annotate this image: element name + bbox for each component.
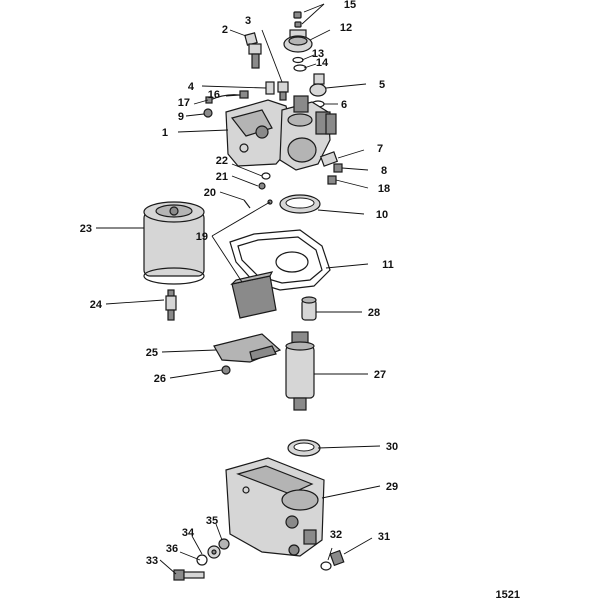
callout-9: 9 [178, 111, 184, 123]
part-base-housing-29 [225, 457, 325, 557]
callout-17: 17 [178, 97, 190, 109]
callout-25: 25 [146, 347, 158, 359]
part-fitting-2 [244, 32, 262, 69]
callout-8: 8 [381, 165, 387, 177]
part-connector-4 [265, 81, 275, 95]
callout-30: 30 [386, 441, 398, 453]
part-plug-9 [203, 108, 213, 118]
callout-23: 23 [80, 223, 92, 235]
callout-27: 27 [374, 369, 386, 381]
callout-18: 18 [378, 183, 390, 195]
callout-32: 32 [330, 529, 342, 541]
callout-4: 4 [188, 81, 195, 93]
part-sensor-3 [277, 81, 289, 101]
part-small-hardware-20-22 [243, 172, 273, 209]
leader-lines [96, 3, 381, 575]
callout-7: 7 [377, 143, 383, 155]
callout-26: 26 [154, 373, 166, 385]
callout-15: 15 [344, 0, 356, 11]
part-fittings-7-8-18 [319, 151, 343, 185]
callout-24: 24 [90, 299, 103, 311]
part-gasket-11 [229, 229, 331, 291]
part-housing-1 [225, 95, 337, 171]
part-bolt-stack-33-36 [173, 538, 230, 581]
callout-16: 16 [208, 89, 220, 101]
callout-5: 5 [379, 79, 385, 91]
callout-6: 6 [341, 99, 347, 111]
part-fuel-pump-27 [285, 331, 315, 411]
callout-1: 1 [162, 127, 168, 139]
part-nut-26 [221, 365, 231, 375]
part-foam-block-19 [230, 271, 277, 319]
part-drain-plug-31-32 [320, 549, 345, 571]
callout-34: 34 [182, 527, 195, 539]
callout-22: 22 [216, 155, 228, 167]
part-seal-30 [287, 439, 321, 457]
part-elbow-5 [309, 73, 327, 97]
callout-13: 13 [312, 48, 324, 60]
callout-28: 28 [368, 307, 380, 319]
callout-36: 36 [166, 543, 178, 555]
callout-19: 19 [196, 231, 208, 243]
callout-numbers: 1 2 3 4 5 6 7 8 9 10 11 12 13 14 15 16 1… [80, 0, 398, 567]
callout-21: 21 [216, 171, 228, 183]
callout-33: 33 [146, 555, 158, 567]
part-regulator-12 [283, 29, 313, 53]
callout-2: 2 [222, 24, 228, 36]
callout-3: 3 [245, 15, 251, 27]
part-sleeve-28 [301, 296, 317, 321]
callout-12: 12 [340, 22, 352, 34]
part-hose-16-17 [205, 90, 249, 104]
part-screw-15 [293, 11, 302, 28]
callout-10: 10 [376, 209, 388, 221]
part-bracket-25 [213, 333, 282, 363]
callout-29: 29 [386, 481, 398, 493]
callout-14: 14 [316, 57, 329, 69]
part-seal-10 [279, 194, 321, 214]
callout-35: 35 [206, 515, 218, 527]
callout-11: 11 [382, 259, 394, 271]
callout-20: 20 [204, 187, 216, 199]
part-plug-24 [165, 289, 177, 321]
part-fuel-filter-23 [143, 201, 205, 285]
figure-reference-number: 1521 [496, 589, 520, 600]
callout-31: 31 [378, 531, 390, 543]
